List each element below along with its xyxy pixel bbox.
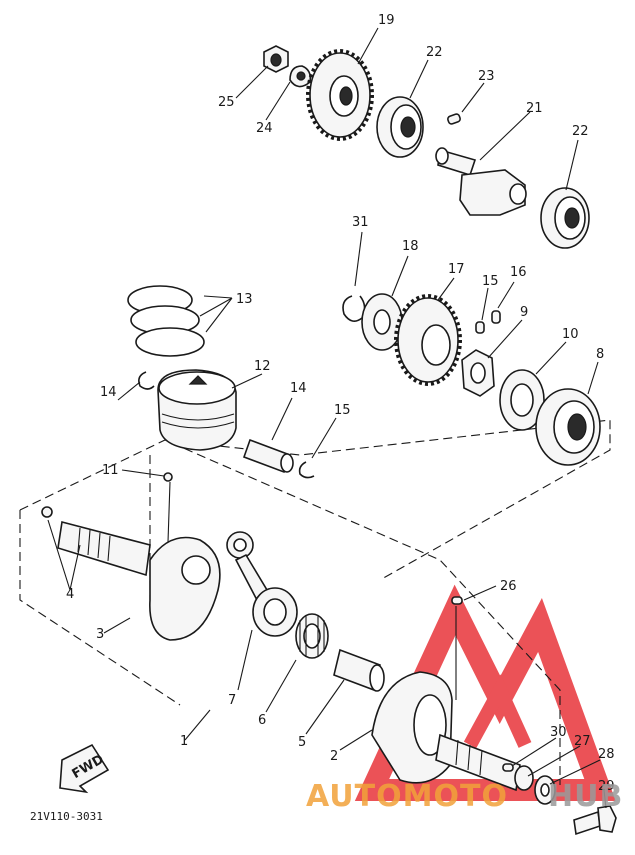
part-label-20: 19 xyxy=(378,13,395,28)
part-label-22-top: 22 xyxy=(426,45,443,60)
part-label-8: 8 xyxy=(596,347,604,362)
needle-bearing-part-6 xyxy=(295,613,329,659)
balancer-shaft-part-21 xyxy=(435,147,527,216)
part-label-28: 28 xyxy=(598,747,615,762)
bearing-part-22-right xyxy=(540,187,590,249)
part-label-25: 25 xyxy=(218,95,235,110)
part-label-17: 16 xyxy=(510,265,527,280)
part-label-13: 13 xyxy=(236,292,253,307)
plate-part-19 xyxy=(361,293,403,351)
drawing-code: 21V110-3031 xyxy=(30,810,103,823)
pin-part-17 xyxy=(491,310,501,324)
forward-arrow: FWD xyxy=(59,743,110,794)
watermark-text: AUTOMOTO HUB xyxy=(306,779,623,814)
part-label-15-left: 14 xyxy=(100,385,117,400)
part-label-6: 6 xyxy=(258,713,266,728)
part-label-10: 10 xyxy=(562,327,579,342)
part-label-9: 9 xyxy=(520,305,528,320)
pin-part-16 xyxy=(475,321,485,334)
nut-part-25 xyxy=(263,45,289,73)
pin-part-11 xyxy=(163,472,173,482)
part-label-12: 12 xyxy=(254,359,271,374)
watermark-text-right: HUB xyxy=(548,779,623,814)
part-label-11: 11 xyxy=(102,463,119,478)
part-label-18: 17 xyxy=(448,262,465,277)
key-part-23 xyxy=(447,113,461,125)
part-label-4: 4 xyxy=(66,587,74,602)
gear-part-18 xyxy=(394,294,462,386)
part-label-26: 26 xyxy=(500,579,517,594)
piston-part-12 xyxy=(157,369,237,451)
part-label-30: 30 xyxy=(550,725,567,740)
nut-part-9 xyxy=(461,349,495,397)
part-label-16: 15 xyxy=(482,274,499,289)
part-label-27: 27 xyxy=(574,734,591,749)
washer-part-10 xyxy=(499,369,545,431)
bearing-part-22-top xyxy=(376,96,424,158)
part-label-29: 29 xyxy=(598,779,615,794)
bolt-part-29 xyxy=(573,805,617,836)
part-label-14: 14 xyxy=(290,381,307,396)
part-label-1: 1 xyxy=(180,734,188,749)
circlip-part-15-left xyxy=(138,371,155,390)
crank-pin-part-5 xyxy=(333,648,385,692)
part-label-2: 2 xyxy=(330,749,338,764)
crankshaft-right-part-2 xyxy=(371,671,521,792)
washer-part-28 xyxy=(534,775,556,805)
connecting-rod-part-7 xyxy=(226,531,298,637)
leader-lines xyxy=(47,27,607,809)
part-label-21: 21 xyxy=(526,101,543,116)
part-label-23: 23 xyxy=(478,69,495,84)
watermark-logo xyxy=(354,584,616,801)
washer-part-27 xyxy=(514,765,534,791)
piston-pin-part-14 xyxy=(242,438,294,474)
lock-washer-part-24 xyxy=(289,65,312,88)
part-label-22-right: 22 xyxy=(572,124,589,139)
part-label-15-right: 15 xyxy=(334,403,351,418)
key-part-26 xyxy=(451,596,463,605)
piston-rings-part-13 xyxy=(127,285,205,357)
part-label-24: 24 xyxy=(256,121,273,136)
part-label-5: 5 xyxy=(298,735,306,750)
crankshaft-left-part-3 xyxy=(41,506,221,641)
bearing-part-8 xyxy=(535,388,601,466)
part-label-31: 31 xyxy=(352,215,369,230)
part-number-labels: 19 22 23 21 22 25 24 31 18 17 15 16 9 10… xyxy=(66,13,615,794)
part-label-3: 3 xyxy=(96,627,104,642)
watermark-text-left: AUTOMOTO xyxy=(306,779,508,814)
key-part-30 xyxy=(502,763,514,772)
circlip-part-31 xyxy=(342,295,366,322)
circlip-part-15-right xyxy=(298,461,315,479)
part-label-7: 7 xyxy=(228,693,236,708)
part-label-19: 18 xyxy=(402,239,419,254)
gear-part-20 xyxy=(306,49,374,141)
